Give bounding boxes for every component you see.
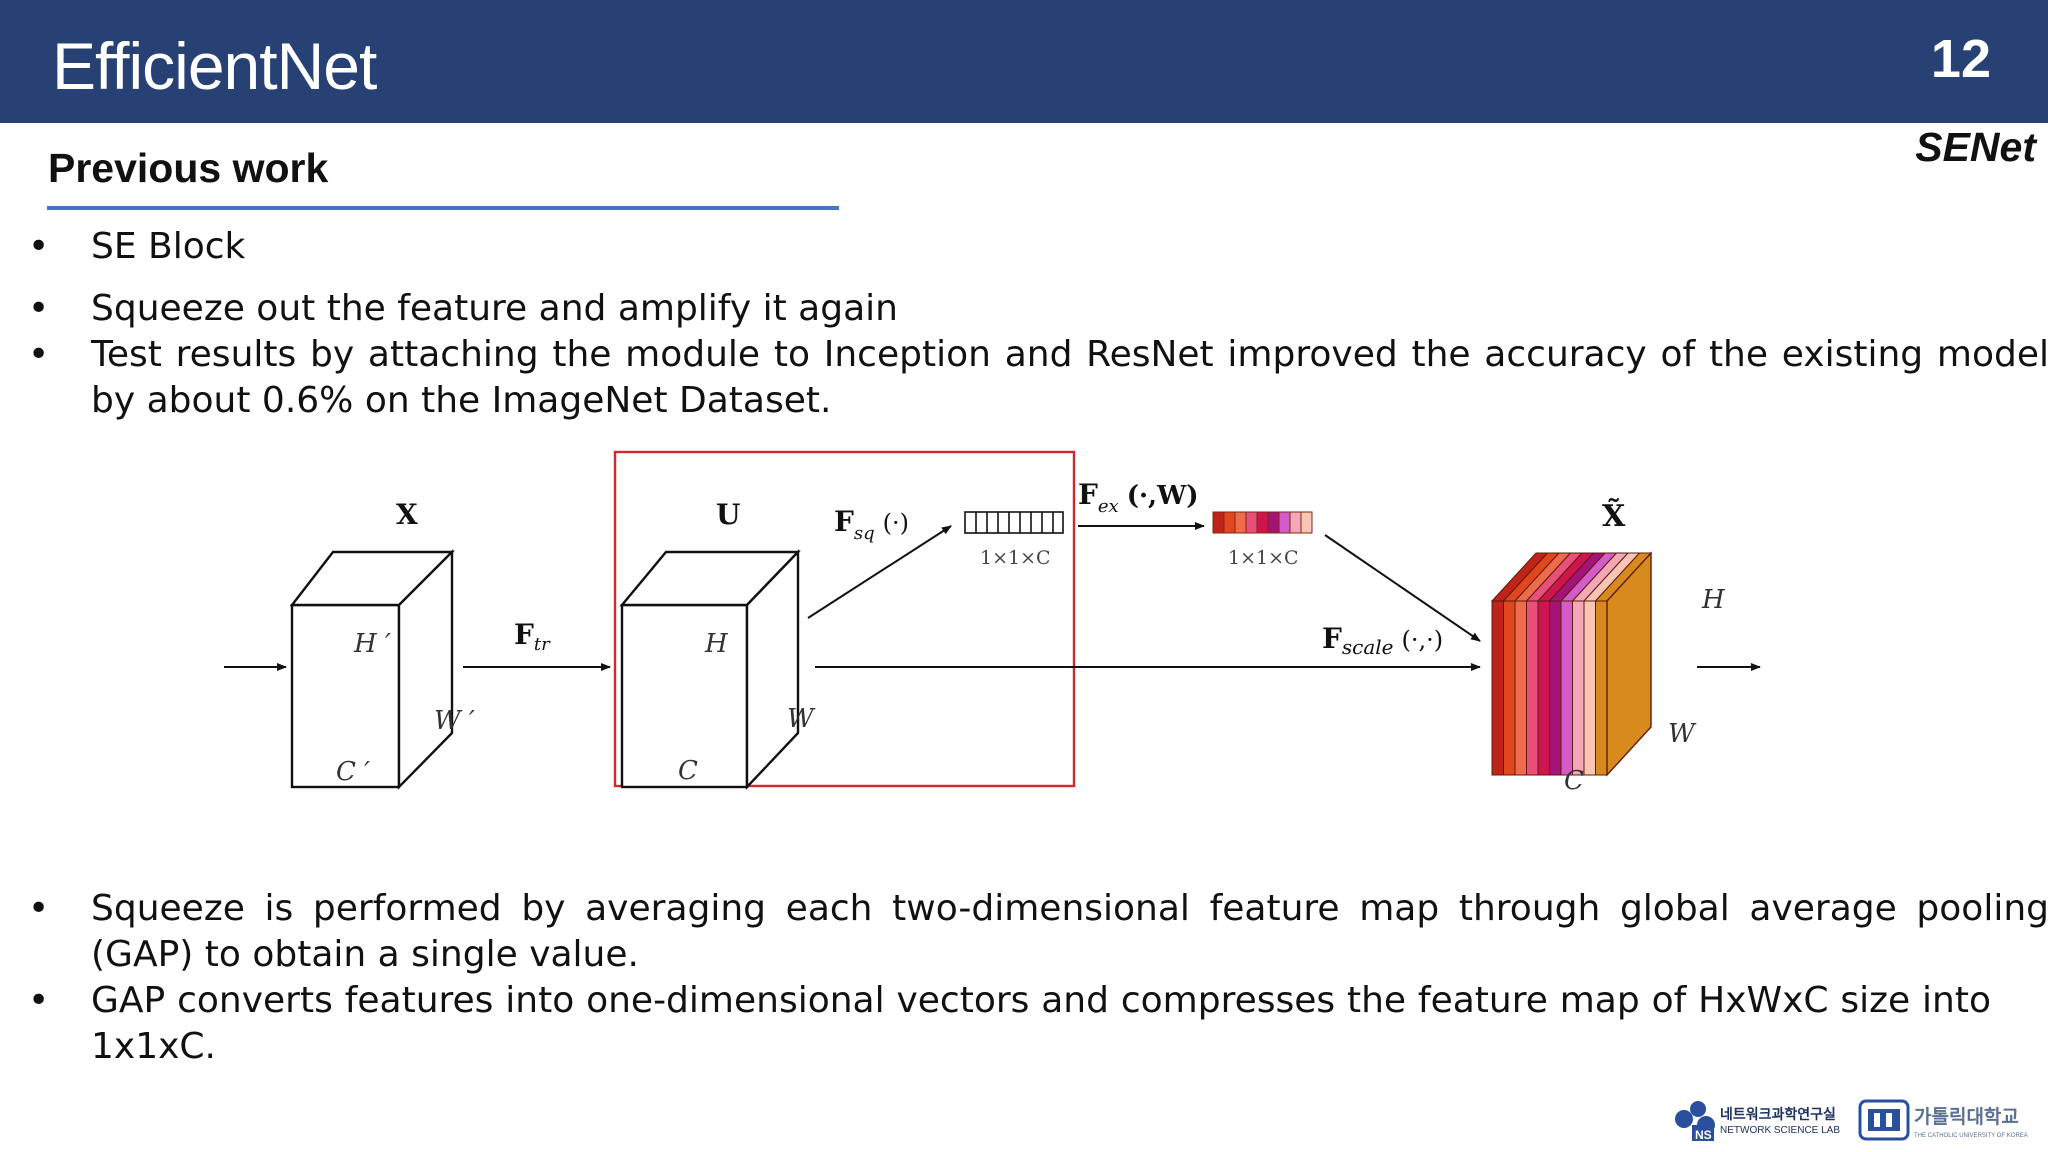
- u-label: U: [716, 498, 740, 531]
- bullet-marker: •: [28, 334, 50, 375]
- title-bar: EfficientNet 12: [0, 0, 2048, 123]
- output-slice: [1514, 600, 1527, 776]
- input-cube: [289, 549, 455, 790]
- bullet-text: Test results by attaching the module to …: [91, 334, 2048, 421]
- bullet-text: GAP converts features into one-dimension…: [91, 980, 1991, 1067]
- section-heading: Previous work: [48, 145, 329, 191]
- output-slice: [1572, 600, 1585, 776]
- output-h-label: H: [1701, 585, 1726, 615]
- excited-vector-cell: [1278, 511, 1291, 534]
- u-w-label: W: [787, 704, 816, 734]
- vector1-dim-label: 1×1×C: [980, 547, 1051, 569]
- lab-english-name: NETWORK SCIENCE LAB: [1720, 1125, 1840, 1136]
- excited-vector-cell: [1212, 511, 1225, 534]
- bullet-marker: •: [28, 288, 50, 329]
- vector2-dim-label: 1×1×C: [1228, 547, 1299, 569]
- topic-tag: SENet: [1915, 124, 2036, 170]
- excited-vector-cell: [1267, 511, 1280, 534]
- catholic-university-logo: 가톨릭대학교 THE CATHOLIC UNIVERSITY OF KOREA: [1858, 1099, 2028, 1141]
- page-number: 12: [1930, 29, 1991, 89]
- output-slice: [1537, 600, 1550, 776]
- fsq-label: Fsq(·): [834, 505, 909, 544]
- se-block-diagram: X H ′ W ′ C ′ Ftr U H W C Fsq(·) 1×1×C F…: [224, 450, 1761, 796]
- excited-vector-cell: [1234, 511, 1247, 534]
- scale-weights-arrow: [1324, 534, 1481, 642]
- univ-english-name: THE CATHOLIC UNIVERSITY OF KOREA: [1914, 1133, 2028, 1139]
- lab-korean-name: 네트워크과학연구실: [1720, 1107, 1836, 1123]
- output-label: X̃: [1602, 499, 1626, 534]
- u-h-label: H: [704, 629, 729, 659]
- output-c-label: C: [1564, 766, 1584, 796]
- output-slice: [1549, 600, 1562, 776]
- u-c-label: C: [678, 756, 698, 786]
- excited-vector-cell: [1256, 511, 1269, 534]
- squeeze-excite-highlight: [613, 450, 1076, 788]
- output-slice: [1595, 600, 1608, 776]
- network-science-lab-logo: NS 네트워크과학연구실 NETWORK SCIENCE LAB: [1675, 1101, 1840, 1142]
- bullet-marker: •: [28, 980, 50, 1021]
- output-slice: [1583, 600, 1596, 776]
- slide-title: EfficientNet: [52, 29, 377, 103]
- bullet-text: SE Block: [91, 226, 246, 267]
- output-slice: [1560, 600, 1573, 776]
- output-w-label: W: [1668, 719, 1697, 749]
- bullet-marker: •: [28, 888, 50, 929]
- input-w-label: W ′: [434, 706, 475, 736]
- excited-vector: [1212, 511, 1313, 534]
- bullet-text: Squeeze is performed by averaging each t…: [91, 888, 2048, 975]
- excited-vector-cell: [1223, 511, 1236, 534]
- squeezed-vector: [964, 511, 1064, 534]
- heading-underline: [47, 206, 839, 210]
- output-slice: [1503, 600, 1516, 776]
- excited-vector-cell: [1245, 511, 1258, 534]
- fex-label: Fex(·,W): [1078, 478, 1199, 517]
- footer-logos: NS 네트워크과학연구실 NETWORK SCIENCE LAB 가톨릭대학교 …: [1675, 1099, 2028, 1142]
- ftr-label: Ftr: [514, 618, 551, 655]
- output-cube-side: [1606, 551, 1652, 777]
- bullet-marker: •: [28, 226, 50, 267]
- input-c-label: C ′: [336, 757, 370, 787]
- univ-korean-name: 가톨릭대학교: [1914, 1106, 2019, 1128]
- output-cube: [1490, 551, 1653, 777]
- output-slice: [1491, 600, 1504, 776]
- input-label: X: [396, 498, 418, 531]
- u-cube: [619, 549, 801, 791]
- fsq-arrow: [807, 525, 952, 619]
- excited-vector-cell: [1289, 511, 1302, 534]
- bullet-text: Squeeze out the feature and amplify it a…: [91, 288, 898, 329]
- lab-badge: NS: [1695, 1128, 1712, 1142]
- input-h-label: H ′: [353, 629, 391, 659]
- fscale-label: Fscale(·,·): [1322, 622, 1443, 659]
- excited-vector-cell: [1300, 511, 1313, 534]
- output-slice: [1526, 600, 1539, 776]
